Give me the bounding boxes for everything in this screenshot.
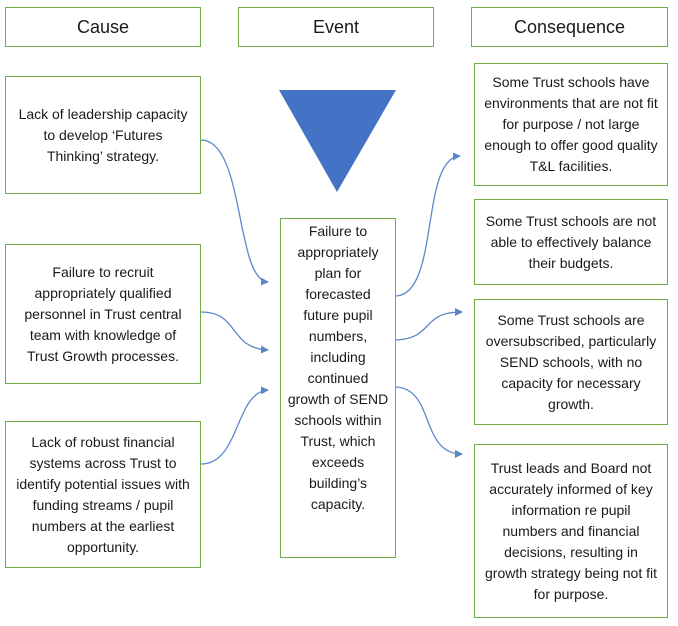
consequence-text-4: Trust leads and Board not accurately inf…	[485, 459, 657, 602]
cause-box-3: Lack of robust financial systems across …	[5, 421, 201, 568]
consequence-text-3: Some Trust schools are oversubscribed, p…	[485, 311, 657, 412]
header-cause-label: Cause	[76, 16, 130, 37]
header-event: Event	[238, 7, 434, 47]
consequence-text-2: Some Trust schools are not able to effec…	[485, 212, 657, 271]
event-triangle	[279, 90, 396, 192]
consequence-box-1: Some Trust schools have environments tha…	[474, 63, 668, 186]
consequence-box-2: Some Trust schools are not able to effec…	[474, 199, 668, 285]
header-event-label: Event	[312, 16, 360, 37]
cause-text-3: Lack of robust financial systems across …	[16, 433, 190, 555]
header-consequence: Consequence	[471, 7, 668, 47]
arrow-cause3-to-event	[200, 386, 269, 465]
cause-text-1: Lack of leadership capacity to develop ‘…	[18, 105, 188, 164]
cause-text-2: Failure to recruit appropriately qualifi…	[24, 263, 182, 364]
arrow-event-to-consequence4	[395, 386, 463, 458]
consequence-box-3: Some Trust schools are oversubscribed, p…	[474, 299, 668, 425]
arrow-cause1-to-event	[200, 139, 269, 286]
arrow-event-to-consequence1	[395, 152, 461, 297]
consequence-box-4: Trust leads and Board not accurately inf…	[474, 444, 668, 618]
arrow-event-to-consequence3	[395, 308, 463, 341]
arrow-cause2-to-event	[200, 311, 269, 354]
event-text: Failure to appropriately plan for foreca…	[287, 223, 389, 512]
header-cause: Cause	[5, 7, 201, 47]
event-box: Failure to appropriately plan for foreca…	[280, 218, 396, 558]
consequence-text-1: Some Trust schools have environments tha…	[484, 74, 658, 174]
cause-box-1: Lack of leadership capacity to develop ‘…	[5, 76, 201, 194]
header-consequence-label: Consequence	[513, 16, 626, 37]
cause-box-2: Failure to recruit appropriately qualifi…	[5, 244, 201, 384]
